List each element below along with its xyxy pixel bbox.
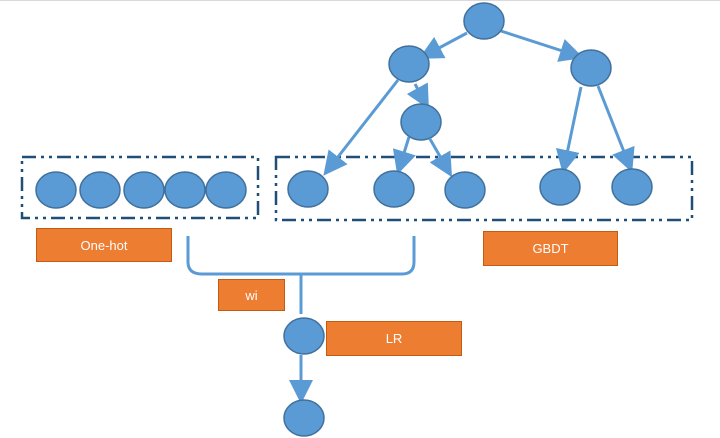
- onehot-node-2: [79, 171, 121, 209]
- output-node: [283, 399, 325, 437]
- onehot-node-1: [35, 171, 77, 209]
- tree-mid-node: [400, 103, 442, 141]
- tree-left-node: [388, 45, 430, 83]
- lr-label: LR: [326, 321, 462, 356]
- gbdt-leaf-node-2: [373, 170, 415, 208]
- onehot-node-5: [205, 171, 247, 209]
- edge-left-mid: [406, 82, 429, 110]
- onehot-group-box: [20, 155, 260, 220]
- onehot-node-3: [123, 171, 165, 209]
- gbdt-leaf-node-4: [539, 168, 581, 206]
- edge-right-leaf5: [596, 85, 635, 173]
- tree-root-node: [463, 2, 505, 40]
- lr-node: [283, 317, 325, 355]
- onehot-node-4: [164, 171, 206, 209]
- top-border: [0, 0, 720, 1]
- edge-right-leaf4: [555, 86, 583, 174]
- edge-root-left: [418, 31, 468, 59]
- wi-label: wi: [218, 279, 285, 311]
- edge-left-leaf1: [323, 79, 400, 176]
- edge-root-right: [500, 29, 584, 62]
- feature-bracket: [186, 236, 416, 314]
- edge-mid-leaf2: [392, 136, 416, 175]
- gbdt-label: GBDT: [483, 231, 618, 266]
- edge-mid-leaf3: [428, 138, 452, 178]
- gbdt-leaf-group-box: [274, 155, 694, 222]
- gbdt-leaf-node-1: [287, 170, 329, 208]
- onehot-label: One-hot: [36, 228, 172, 262]
- gbdt-leaf-node-3: [444, 171, 486, 209]
- gbdt-leaf-node-5: [611, 168, 653, 206]
- tree-right-node: [570, 49, 612, 87]
